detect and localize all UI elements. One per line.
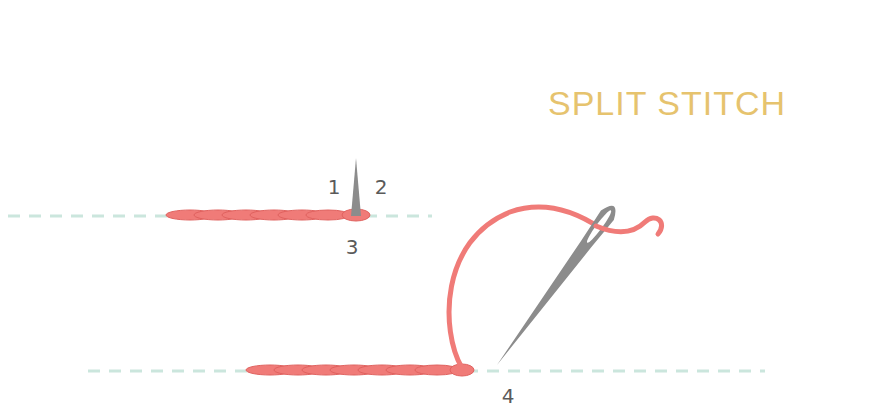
callout-number: 3	[346, 237, 359, 257]
stitch-row	[246, 364, 474, 376]
needle	[351, 158, 361, 216]
title: SPLIT STITCH	[548, 86, 786, 120]
callout-number: 2	[375, 177, 388, 197]
thread	[596, 218, 662, 234]
stitch-row	[166, 209, 370, 221]
callout-number: 1	[328, 177, 341, 197]
thread	[449, 207, 600, 368]
callout-number: 4	[502, 386, 515, 406]
